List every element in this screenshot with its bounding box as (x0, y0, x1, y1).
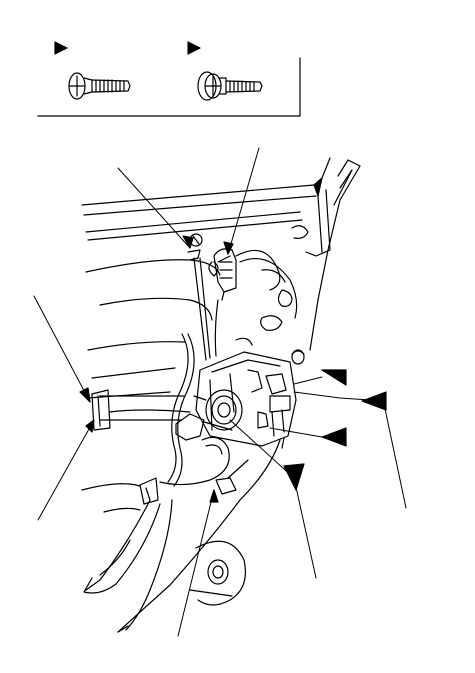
legend-marker-2 (187, 41, 201, 55)
door-lower-body (83, 499, 246, 633)
flat-head-screw-icon (68, 72, 131, 100)
legend-marker-1 (54, 41, 68, 55)
callout-markers (283, 369, 387, 491)
latch-linkage (91, 389, 233, 441)
washer-head-screw-icon (197, 71, 263, 101)
callout-screw-type-1 (283, 463, 305, 491)
door-inner-panel (189, 225, 309, 365)
door-frame (81, 157, 361, 491)
upper-connector (213, 248, 281, 357)
lock-rods (187, 249, 231, 361)
callout-screw-type-2 (361, 391, 387, 411)
callout-screw-type-1 (321, 427, 347, 447)
legend-frame (37, 57, 301, 117)
callout-screw-type-1 (321, 369, 347, 386)
leader-lines (33, 147, 407, 637)
leader-arrowheads (79, 235, 234, 503)
screw-legend (37, 41, 301, 117)
wire-harness (139, 333, 249, 505)
door-lock-actuator (117, 351, 297, 633)
